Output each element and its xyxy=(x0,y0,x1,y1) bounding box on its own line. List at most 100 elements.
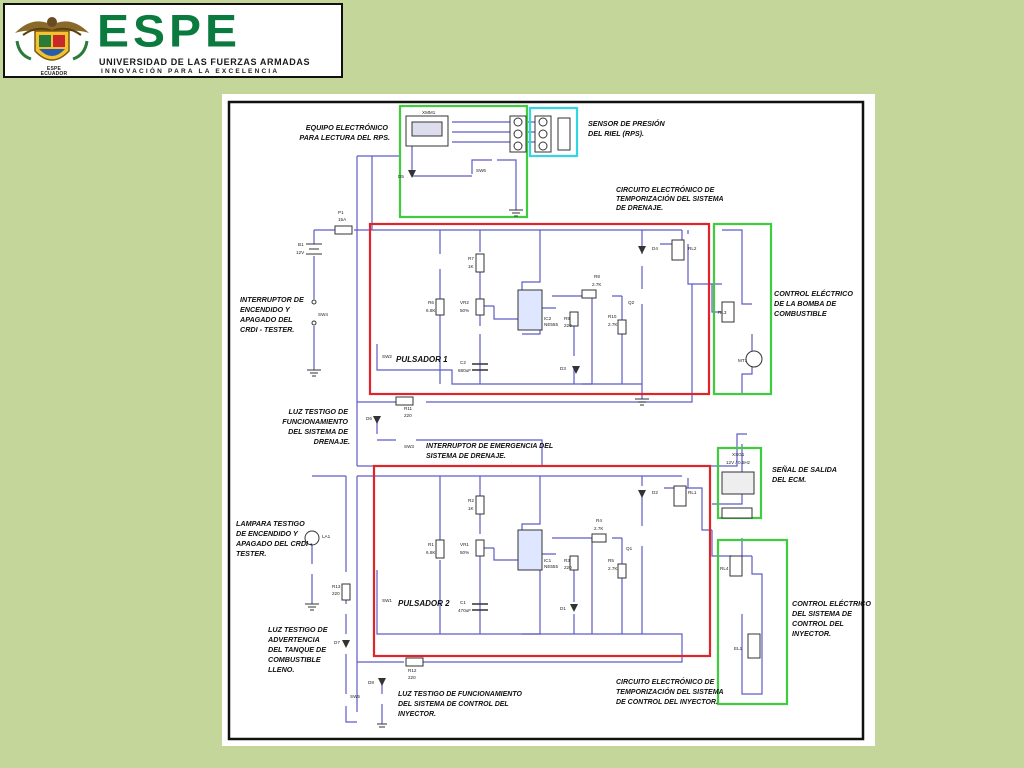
injector-control-box xyxy=(716,538,789,706)
components xyxy=(304,115,763,667)
diagram-border xyxy=(227,100,865,741)
ref-r6: R6 xyxy=(428,300,434,305)
ref-sw2: SW2 xyxy=(382,354,392,359)
label-injector-light-line: DEL SISTEMA DE CONTROL DEL xyxy=(398,701,509,708)
ref-rl2: RL2 xyxy=(688,246,697,251)
ref-r10: R10 xyxy=(608,314,617,319)
ref-r1-val: 6.8K xyxy=(426,550,436,555)
ref-r3-val: 220 xyxy=(564,565,572,570)
ref-r8-val: 2.7K xyxy=(592,282,602,287)
label-emergency-switch-line: INTERRUPTOR DE EMERGENCIA DEL xyxy=(426,443,553,450)
ref-c1-val: 470uF xyxy=(458,608,471,613)
label-injector-light-line: LUZ TESTIGO DE FUNCIONAMIENTO xyxy=(398,691,522,698)
ref-b1-val: 12V xyxy=(296,250,305,255)
label-injector-control-line: INYECTOR. xyxy=(792,629,831,638)
label-tank-light-line: ADVERTENCIA xyxy=(267,635,320,644)
ref-sw4: SW4 xyxy=(318,312,328,317)
ref-r1: R1 xyxy=(428,542,434,547)
label-emergency-switch: INTERRUPTOR DE EMERGENCIA DEL SISTEMA DE… xyxy=(426,443,555,460)
label-ecm-signal: SEÑAL DE SALIDA DEL ECM. xyxy=(772,465,839,484)
ref-d7: D7 xyxy=(334,640,340,645)
ref-q2: Q2 xyxy=(628,300,635,305)
label-rps-sensor-line: SENSOR DE PRESIÓN xyxy=(588,119,665,128)
label-pump-control-line: COMBUSTIBLE xyxy=(774,309,827,318)
ref-sw1: SW1 xyxy=(382,598,392,603)
ref-d1: D1 xyxy=(560,606,566,611)
ref-q1: Q1 xyxy=(626,546,633,551)
label-rps-sensor-line: DEL RIEL (RPS). xyxy=(588,129,644,138)
ref-ic2-val: NE555 xyxy=(544,322,558,327)
ref-xsg1: XSG1 xyxy=(732,452,745,457)
label-ecm-signal-line: SEÑAL DE SALIDA xyxy=(772,465,837,474)
label-main-switch: INTERRUPTOR DE ENCENDIDO Y APAGADO DEL C… xyxy=(239,295,306,334)
label-pushbutton-2: PULSADOR 2 xyxy=(398,599,450,608)
diodes xyxy=(342,170,646,686)
label-drain-light: LUZ TESTIGO DE FUNCIONAMIENTO DEL SISTEM… xyxy=(282,407,350,446)
brand-name: ESPE xyxy=(97,6,242,57)
ref-c2-val: 680uF xyxy=(458,368,471,373)
label-injector-timer-line: CIRCUITO ELECTRÓNICO DE xyxy=(616,677,715,686)
ref-c1: C1 xyxy=(460,600,466,605)
ref-el1: EL1 xyxy=(734,646,743,651)
ref-ic1: IC1 xyxy=(544,558,552,563)
ref-r12-val: 220 xyxy=(408,675,416,680)
ref-rl4: RL4 xyxy=(720,566,729,571)
ref-r2: R2 xyxy=(468,498,474,503)
label-ecm-signal-line: DEL ECM. xyxy=(772,475,806,484)
crest-icon xyxy=(15,17,89,61)
ref-r6-val: 6.8K xyxy=(426,308,436,313)
ref-r4: R4 xyxy=(596,518,602,523)
label-emergency-switch-line: SISTEMA DE DRENAJE. xyxy=(426,453,506,460)
ref-r7: R7 xyxy=(468,256,474,261)
label-drain-light-line: LUZ TESTIGO DE xyxy=(289,407,349,416)
ref-la1: LA1 xyxy=(322,534,331,539)
rps-equipment-box xyxy=(398,104,529,219)
label-tank-light-line: COMBUSTIBLE xyxy=(268,655,321,664)
ref-vr2-val: 50% xyxy=(460,308,469,313)
label-injector-control-line: CONTROL ELÉCTRICO xyxy=(792,599,871,608)
rps-sensor-box xyxy=(528,106,579,158)
ref-sw3: SW3 xyxy=(404,444,414,449)
label-main-switch-line: APAGADO DEL xyxy=(239,315,292,324)
ref-r11-val: 220 xyxy=(404,413,412,418)
ref-vr1: VR1 xyxy=(460,542,469,547)
injector-timer-box xyxy=(372,464,712,658)
ref-r10-val: 2.7K xyxy=(608,322,618,327)
ref-mt1: MT1 xyxy=(738,358,748,363)
label-tank-light-line: LUZ TESTIGO DE xyxy=(268,625,328,634)
label-injector-control-line: CONTROL DEL xyxy=(792,619,844,628)
label-main-switch-line: CRDI - TESTER. xyxy=(240,325,294,334)
ref-r5: R5 xyxy=(608,558,614,563)
ref-d5: D5 xyxy=(398,174,404,179)
ref-r13: R13 xyxy=(332,584,341,589)
ref-xmm1: XMM1 xyxy=(422,110,436,115)
ref-r13-val: 220 xyxy=(332,591,340,596)
ref-ic2: IC2 xyxy=(544,316,552,321)
ref-r8: R8 xyxy=(594,274,600,279)
label-drain-timer: CIRCUITO ELECTRÓNICO DE TEMPORIZACIÓN DE… xyxy=(616,185,725,212)
label-injector-light: LUZ TESTIGO DE FUNCIONAMIENTO DEL SISTEM… xyxy=(398,691,524,718)
ref-p1: P1 xyxy=(338,210,344,215)
label-on-lamp: LAMPARA TESTIGO DE ENCENDIDO Y APAGADO D… xyxy=(235,519,314,558)
ref-d4: D4 xyxy=(652,246,658,251)
ref-b1: B1 xyxy=(298,242,304,247)
ref-r11: R11 xyxy=(404,406,413,411)
label-drain-timer-line: CIRCUITO ELECTRÓNICO DE xyxy=(616,185,715,194)
circuit-diagram: EQUIPO ELECTRÓNICO PARA LECTURA DEL RPS.… xyxy=(222,94,875,746)
drain-timer-box xyxy=(368,222,711,396)
label-drain-timer-line: TEMPORIZACIÓN DEL SISTEMA xyxy=(616,194,724,203)
label-on-lamp-line: APAGADO DEL CRDI - xyxy=(235,539,313,548)
ref-c2: C2 xyxy=(460,360,466,365)
label-drain-light-line: DRENAJE. xyxy=(314,437,350,446)
label-injector-control-line: DEL SISTEMA DE xyxy=(792,609,852,618)
ref-d8: D8 xyxy=(368,680,374,685)
circuit-schematic: EQUIPO ELECTRÓNICO PARA LECTURA DEL RPS.… xyxy=(227,100,871,741)
ref-d6: D6 xyxy=(366,416,372,421)
label-drain-light-line: DEL SISTEMA DE xyxy=(288,427,348,436)
label-drain-light-line: FUNCIONAMIENTO xyxy=(282,417,348,426)
ref-r5-val: 2.7K xyxy=(608,566,618,571)
label-drain-timer-line: DE DRENAJE. xyxy=(616,205,663,212)
component-refs: XMM1 D5 SW6 P1 15A B1 12V SW4 R7 1K R6 6… xyxy=(296,110,751,699)
label-on-lamp-line: TESTER. xyxy=(236,549,266,558)
label-rps-equipment: EQUIPO ELECTRÓNICO PARA LECTURA DEL RPS. xyxy=(299,123,390,142)
